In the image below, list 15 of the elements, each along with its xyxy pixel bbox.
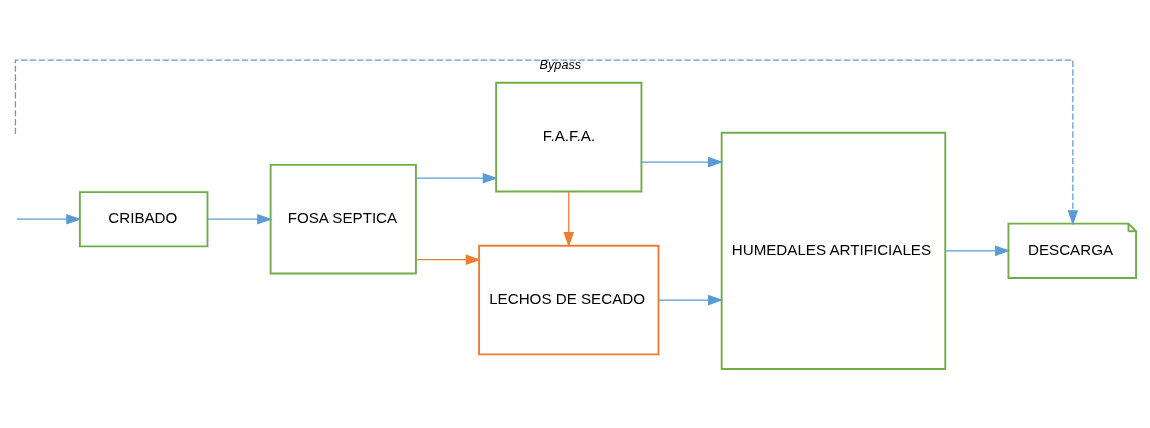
- arrow: [415, 172, 498, 183]
- node-box: F.A.F.A.: [495, 81, 643, 192]
- node-box: FOSA SEPTICA: [269, 163, 417, 274]
- arrow: [563, 190, 575, 247]
- arrow: [658, 294, 724, 305]
- arrow: [16, 213, 82, 225]
- arrow: [944, 245, 1011, 256]
- arrow: [640, 156, 724, 167]
- edge-label: Bypass: [539, 57, 582, 72]
- node-box: LECHOS DE SECADO: [478, 244, 660, 355]
- node-box: HUMEDALES ARTIFICIALES: [720, 131, 947, 370]
- arrow: [14, 58, 1079, 225]
- arrow: [415, 253, 481, 265]
- node-box: CRIBADO: [78, 190, 209, 247]
- arrow: [207, 213, 273, 225]
